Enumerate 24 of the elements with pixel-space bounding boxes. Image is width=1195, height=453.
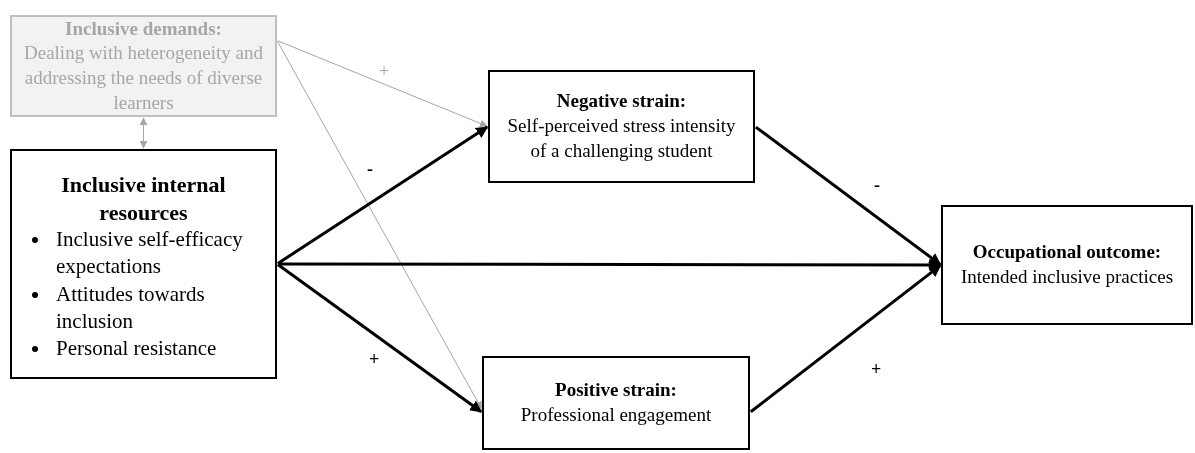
node-heading: Inclusive internal resources (60, 171, 227, 226)
arrow (277, 40, 482, 410)
node-text: Professional engagement (520, 403, 712, 427)
node-box (488, 70, 755, 183)
arrow (139, 117, 148, 149)
list-item: Attitudes towards inclusion (56, 280, 206, 335)
arrow (749, 264, 942, 413)
node-box (10, 149, 277, 379)
list-item: Inclusive self-efficacy expectations (56, 226, 244, 281)
arrow (277, 40, 488, 128)
arrow (276, 263, 483, 414)
node-heading: Negative strain: (556, 89, 687, 114)
node-box (482, 356, 750, 450)
node-text: Self-perceived stress intensity of a challenging student (506, 114, 737, 163)
node-text: Intended inclusive practices (960, 265, 1174, 289)
list-item: Personal resistance (56, 335, 217, 363)
arrow (277, 125, 489, 265)
node-box (941, 205, 1193, 325)
node-heading: Inclusive demands: (65, 16, 222, 41)
node-text: Dealing with heterogeneity and addressing the needs of diverse learners (23, 41, 264, 115)
node-heading: Positive strain: (555, 378, 677, 403)
node-heading: Occupational outcome: (972, 240, 1162, 265)
arrow (754, 125, 942, 266)
node-box (10, 15, 277, 117)
